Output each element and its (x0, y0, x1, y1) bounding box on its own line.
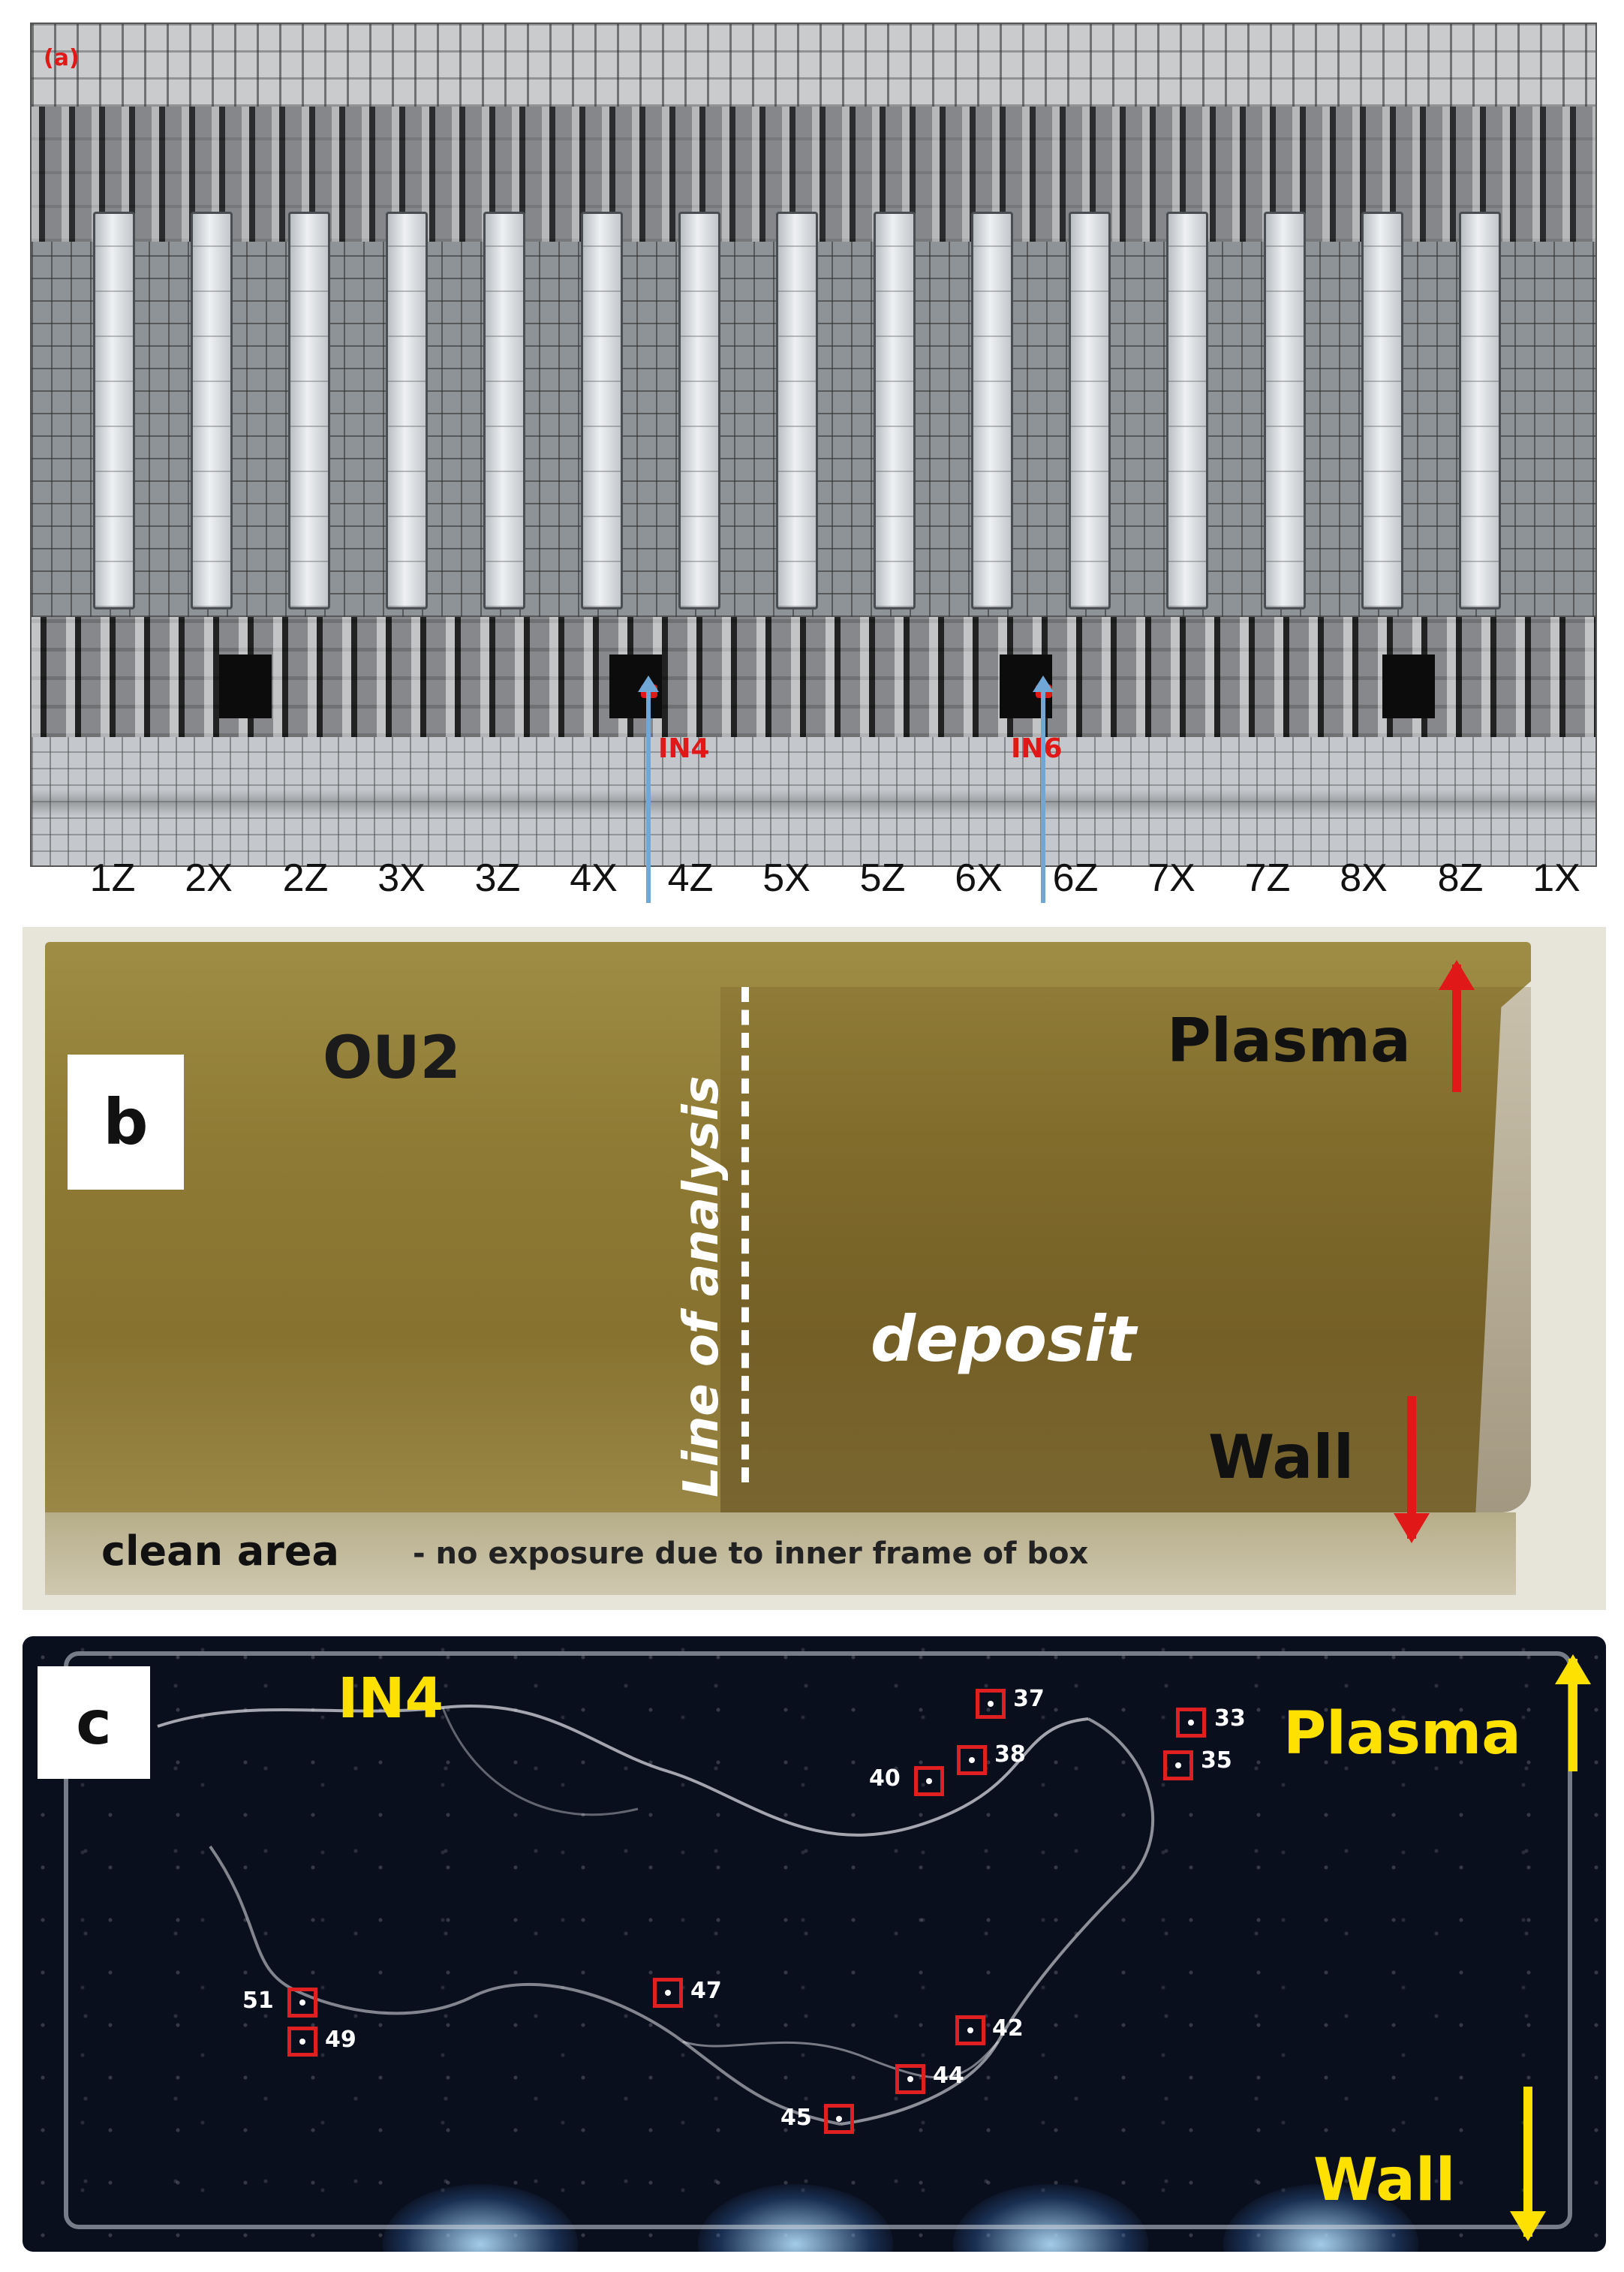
roi-label: 37 (1013, 1686, 1045, 1712)
panel-c-letter: c (38, 1666, 150, 1779)
module-5z (874, 212, 916, 609)
module-4z (678, 212, 720, 609)
roi-marker (824, 2104, 854, 2134)
module-3x (386, 212, 428, 609)
roi-marker (1163, 1750, 1193, 1780)
module-1z (93, 212, 135, 609)
module-8z (1459, 212, 1501, 609)
panel-a-letter: (a) (44, 45, 80, 71)
deposit-label: deposit (871, 1302, 1136, 1376)
roi-marker (653, 1978, 683, 2008)
analysis-line (741, 987, 749, 1482)
lower-mechanical-row (32, 617, 1595, 737)
roi-label: 49 (325, 2027, 356, 2053)
roi-label: 35 (1201, 1747, 1232, 1774)
module-3z (483, 212, 525, 609)
roi-marker (287, 2027, 317, 2057)
upper-tile-row (32, 24, 1595, 107)
module-2z (288, 212, 330, 609)
slot-label: 2Z (282, 856, 329, 900)
roi-marker (287, 1988, 317, 2018)
plasma-arrow-up-icon (1555, 1654, 1591, 1771)
clean-area-note: - no exposure due to inner frame of box (413, 1536, 1089, 1571)
slot-label: 3X (377, 856, 426, 900)
panel-a-tile-photo: IN4 IN6 (30, 23, 1597, 867)
ou2-plate (45, 942, 1531, 1595)
roi-marker (957, 1745, 987, 1775)
plasma-label: Plasma (1167, 1006, 1411, 1076)
module-6x (971, 212, 1013, 609)
slot-label: 1Z (89, 856, 136, 900)
dark-gap (1382, 655, 1435, 718)
slot-label: 4X (570, 856, 618, 900)
slot-label: 8Z (1437, 856, 1484, 900)
wall-label: Wall (1208, 1422, 1355, 1492)
slot-label-row: 1Z 2X 2Z 3X 3Z 4X 4Z 5X 5Z 6X 6Z 7X 7Z 8… (30, 856, 1597, 908)
roi-marker (895, 2064, 925, 2094)
slot-label: 7Z (1244, 856, 1291, 900)
roi-label: 42 (992, 2015, 1024, 2042)
roi-marker (955, 2015, 985, 2045)
plasma-label: Plasma (1283, 1700, 1521, 1768)
panel-b-ou2-photo: b OU2 Line of analysis deposit Plasma Wa… (23, 927, 1606, 1610)
clean-area-label: clean area (101, 1527, 339, 1575)
wall-arrow-down-icon (1510, 2087, 1546, 2241)
slot-label: 5Z (859, 856, 906, 900)
roi-label: 51 (242, 1988, 274, 2014)
roi-label: 40 (869, 1765, 901, 1792)
slot-label: 8X (1340, 856, 1388, 900)
roi-label: 38 (994, 1741, 1026, 1768)
module-2x (191, 212, 233, 609)
panel-b-letter: b (68, 1055, 184, 1190)
slot-label: 6Z (1052, 856, 1099, 900)
slot-label: 5X (762, 856, 810, 900)
sample-rim (64, 1651, 1572, 2229)
roi-marker (976, 1689, 1006, 1719)
sample-name-in4: IN4 (338, 1666, 444, 1731)
deposit-zone (720, 987, 1531, 1512)
wall-label: Wall (1313, 2147, 1456, 2214)
roi-marker (914, 1766, 944, 1796)
module-6z (1069, 212, 1111, 609)
module-7x (1166, 212, 1208, 609)
bottom-tile-row (32, 737, 1595, 865)
module-5x (776, 212, 818, 609)
slot-label: 1X (1532, 856, 1580, 900)
marker-in4-label: IN4 (658, 733, 710, 764)
wall-arrow-down-icon (1394, 1396, 1430, 1543)
roi-label: 45 (780, 2105, 812, 2131)
slot-label: 6X (955, 856, 1003, 900)
roi-label: 33 (1214, 1705, 1246, 1732)
crack-pattern (157, 1704, 1154, 2126)
roi-marker (1176, 1708, 1206, 1738)
plasma-arrow-up-icon (1439, 960, 1475, 1092)
roi-label: 44 (933, 2063, 964, 2089)
module-4x (581, 212, 623, 609)
slot-label: 4Z (667, 856, 714, 900)
roi-label: 47 (690, 1978, 722, 2004)
slot-label: 3Z (474, 856, 521, 900)
in6-arrow-icon (1033, 676, 1054, 903)
panel-c-in4-photo: c IN4 Plasma Wall 33 35 37 38 40 42 44 4… (23, 1636, 1606, 2252)
marker-in6-label: IN6 (1011, 733, 1063, 764)
slot-label: 2X (185, 856, 233, 900)
sample-name-ou2: OU2 (323, 1025, 461, 1092)
module-8x (1361, 212, 1403, 609)
module-7z (1264, 212, 1306, 609)
clean-area-strip (45, 1512, 1516, 1595)
line-of-analysis-label: Line of analysis (674, 1076, 729, 1497)
in4-arrow-icon (638, 676, 659, 903)
slot-label: 7X (1147, 856, 1195, 900)
dark-gap (219, 655, 272, 718)
